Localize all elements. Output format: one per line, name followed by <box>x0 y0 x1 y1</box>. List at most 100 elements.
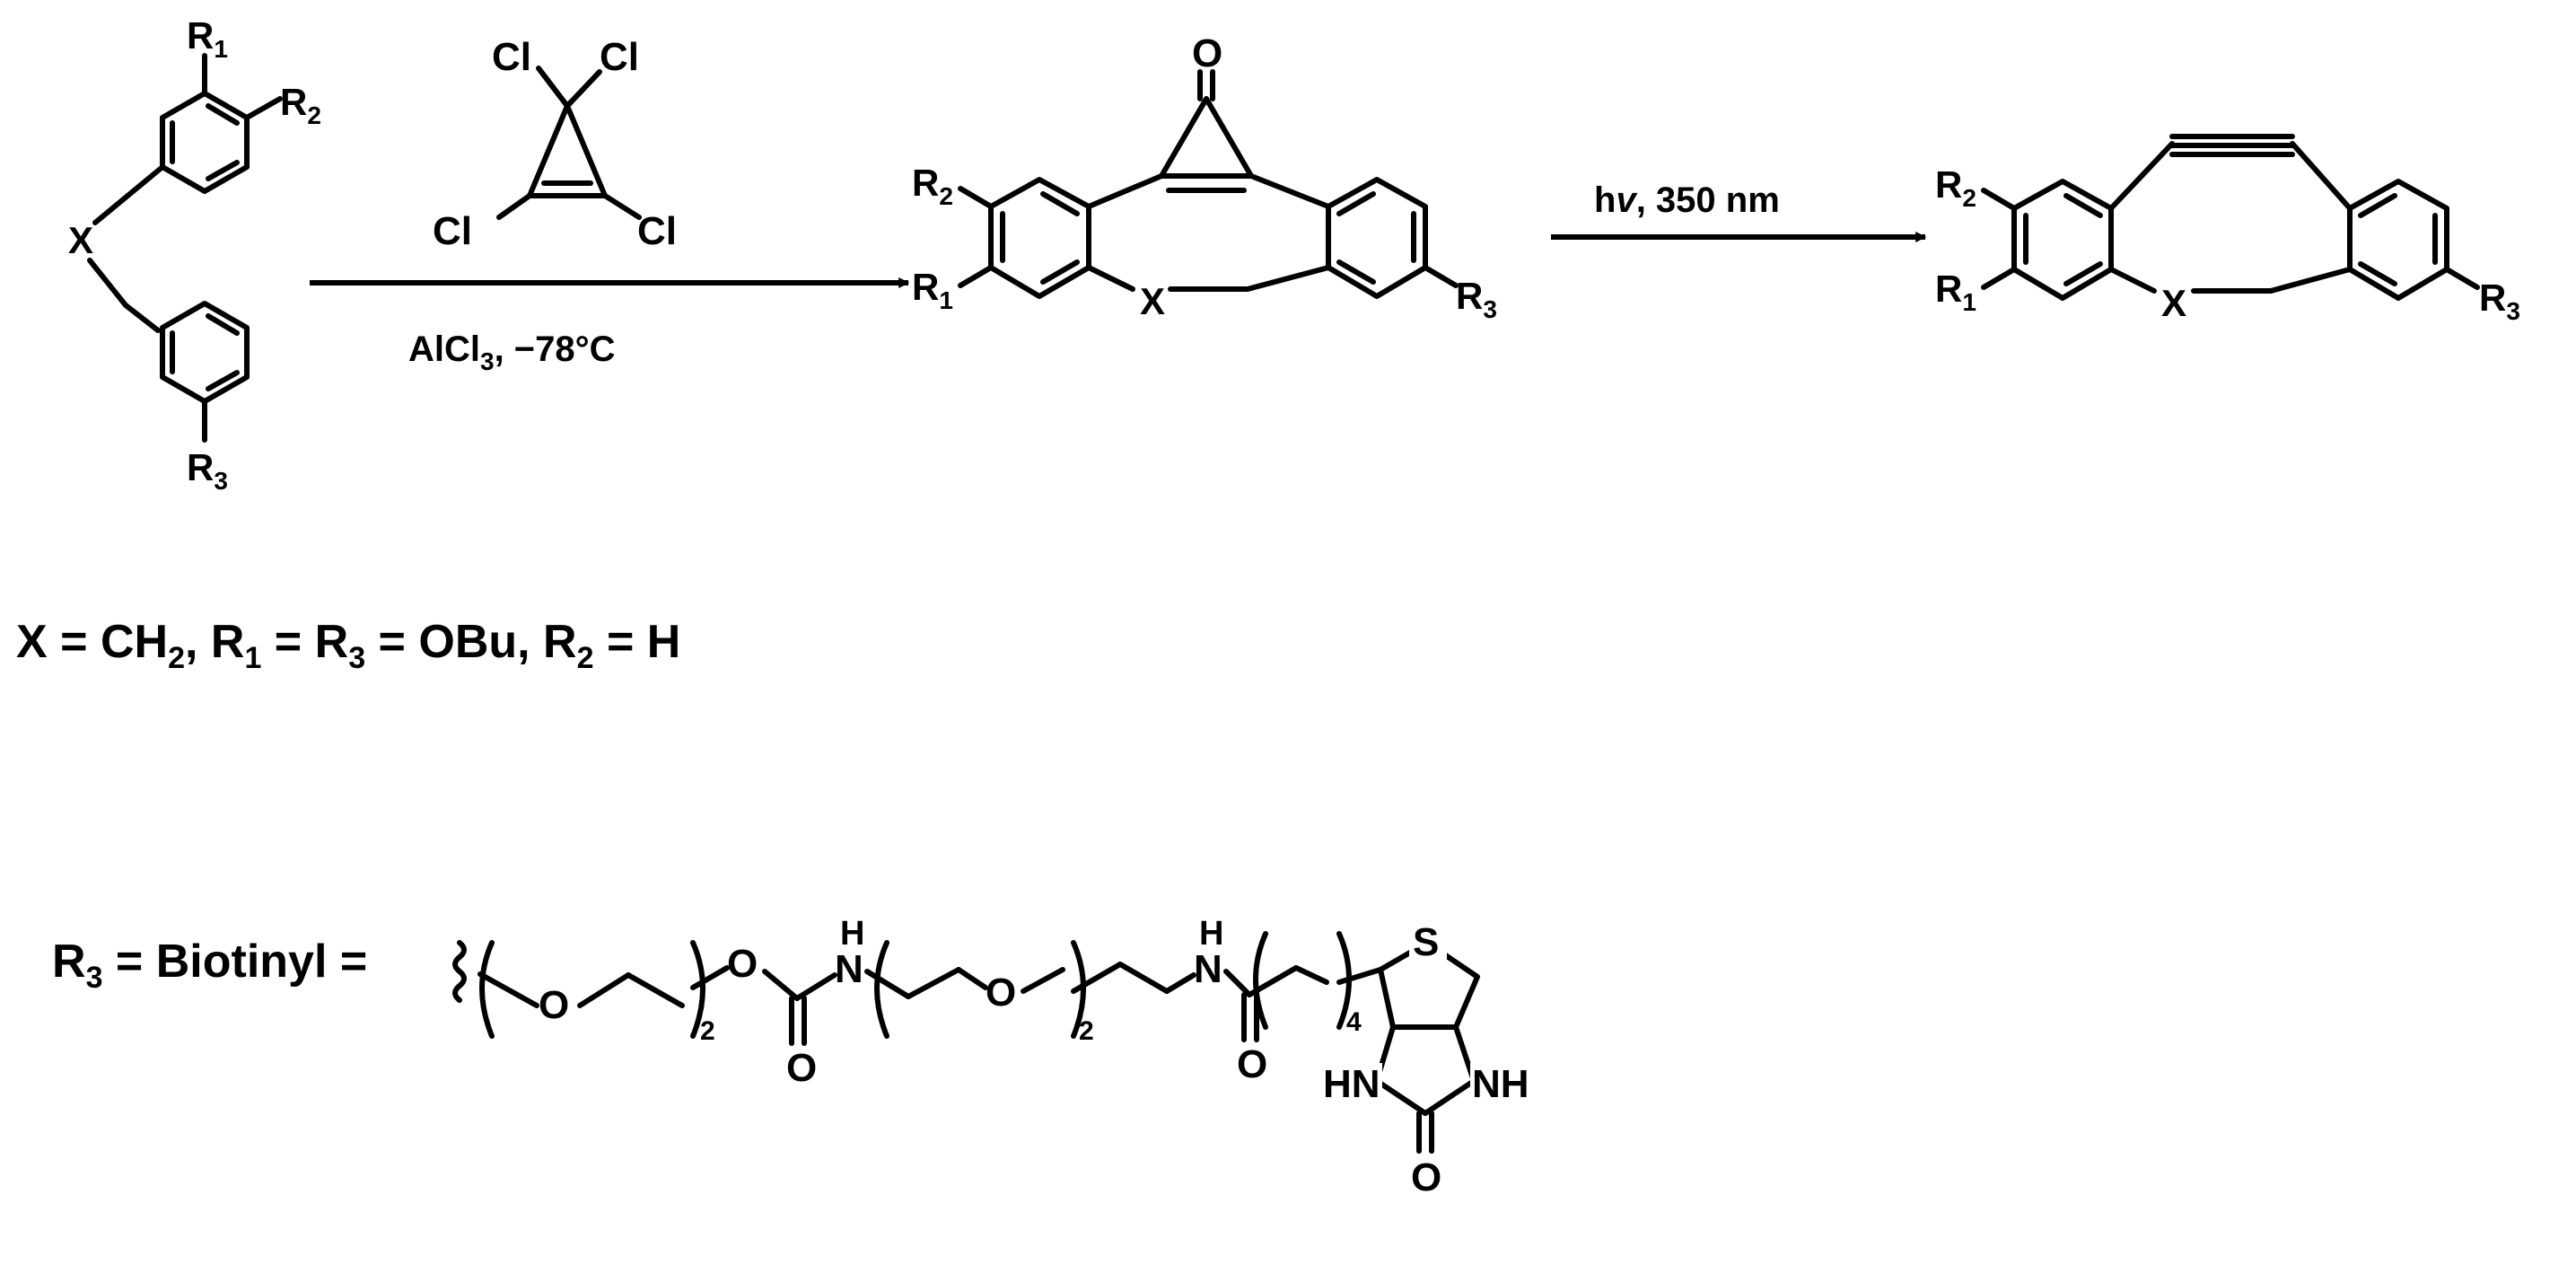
prod-r2-label: R2 <box>1935 163 1976 212</box>
int-right-ring <box>1326 177 1428 299</box>
repeat-bracket-3-open <box>1253 931 1268 1030</box>
chain-bond-1 <box>478 971 539 1008</box>
sm-ch2-bond-2 <box>123 303 161 333</box>
urea-nitrogen-right: NH <box>1472 1062 1529 1106</box>
sm-lower-ring <box>160 301 250 404</box>
prod-r1-bond <box>1981 267 2017 290</box>
repeat-count-1: 2 <box>700 1016 715 1046</box>
nh-label-bg <box>1470 1063 1529 1103</box>
chain-bond-15 <box>1247 965 1299 997</box>
chain-bond-7 <box>864 969 911 999</box>
chain-bond-4 <box>690 965 730 990</box>
chain-bond-14 <box>1223 969 1252 997</box>
tccp-cl-bond-4 <box>602 193 642 220</box>
repeat-bracket-1-open <box>479 940 495 1039</box>
int-ring-link-1 <box>1086 173 1164 209</box>
peg-oxygen-1: O <box>539 983 569 1027</box>
prod-r3-label: R3 <box>2479 277 2520 325</box>
sm-lower-ring-inner-1 <box>206 313 240 336</box>
tccp-cl-bond-1 <box>536 66 570 109</box>
chain-bond-16 <box>1293 965 1329 985</box>
chain-bond-13 <box>1164 972 1196 994</box>
int-r3-label: R3 <box>1456 275 1497 323</box>
reaction-1-conditions: AlCl3, −78°C <box>408 329 616 375</box>
hn-label-bg <box>1323 1063 1382 1103</box>
starting-material: R1 R2 X R3 <box>68 14 321 495</box>
int-left-inner-2 <box>1040 259 1080 285</box>
repeat-count-3: 4 <box>1346 1007 1362 1037</box>
int-r2-label: R2 <box>912 162 953 210</box>
int-ring-link-3 <box>1249 173 1331 209</box>
int-right-inner-3 <box>1336 259 1376 285</box>
sm-r2-bond <box>244 96 283 120</box>
sm-upper-ring-inner-2 <box>206 160 240 181</box>
int-r1-label: R1 <box>912 266 953 314</box>
biotinyl-structure: O 2 O O N H O 2 N H O 4 <box>452 915 1529 1199</box>
int-right-inner-1 <box>1336 191 1376 216</box>
carbamate-carbonyl-oxygen: O <box>786 1046 817 1090</box>
carbamate-oxygen: O <box>727 942 758 986</box>
carbamate-nh-h: H <box>840 915 864 953</box>
sm-r3-label: R3 <box>187 446 228 495</box>
cyclooctyne-product: R2 R1 X R3 <box>1935 134 2520 325</box>
int-ring-link-6 <box>1245 265 1331 292</box>
carbamate-nitrogen: N <box>835 947 863 991</box>
int-r3-bond <box>1423 265 1459 288</box>
prod-link-1 <box>2108 141 2175 211</box>
tccp-cl-label-1: Cl <box>492 35 531 79</box>
imidazolidinone-ring <box>1374 1024 1476 1116</box>
tccp-cl-label-2: Cl <box>600 35 639 79</box>
amide-nh-h: H <box>1199 915 1223 953</box>
prod-r1-label: R1 <box>1935 268 1976 316</box>
prod-link-3 <box>2108 267 2157 294</box>
int-r1-bond <box>958 265 994 288</box>
sm-ch2-bond-1 <box>87 258 128 308</box>
prod-r3-bond <box>2444 267 2480 290</box>
tccp-cl-bond-2 <box>565 69 602 109</box>
sm-r1-label: R1 <box>187 14 228 63</box>
urea-carbonyl-oxygen: O <box>1411 1155 1441 1199</box>
repeat-bracket-2-open <box>874 940 889 1039</box>
sm-x-label: X <box>68 219 93 261</box>
int-left-ring <box>988 177 1091 299</box>
urea-nitrogen-left: HN <box>1323 1062 1380 1106</box>
int-cp-side-1 <box>1159 96 1209 179</box>
sm-x-bond <box>92 164 165 225</box>
prod-left-inner-1 <box>2063 193 2103 218</box>
repeat-bracket-1-close <box>690 940 705 1039</box>
amide-nitrogen: N <box>1194 947 1222 991</box>
cyclopropenone-intermediate: O R2 R1 X R3 <box>912 31 1497 323</box>
prod-left-ring <box>2011 179 2114 301</box>
repeat-count-2: 2 <box>1079 1016 1094 1046</box>
tccp-ring <box>527 103 608 198</box>
chain-bond-10 <box>1021 967 1065 994</box>
prod-right-inner-3 <box>2358 261 2397 286</box>
chain-bond-17 <box>1336 967 1383 985</box>
int-oxygen-label: O <box>1192 31 1222 75</box>
sm-upper-ring <box>160 91 250 194</box>
chain-bond-11 <box>1071 962 1123 994</box>
prod-left-inner-2 <box>2063 261 2103 286</box>
chain-bond-9 <box>956 967 988 990</box>
chain-bond-5 <box>762 969 800 1001</box>
prod-r2-bond <box>1981 188 2017 211</box>
substituent-definition-2: R3 = Biotinyl = <box>52 936 367 995</box>
thiolane-sulfur: S <box>1413 920 1439 964</box>
chain-bond-3 <box>626 972 685 1008</box>
int-x-label: X <box>1140 280 1165 322</box>
amide-carbonyl-oxygen: O <box>1237 1042 1267 1086</box>
substituent-definition-1: X = CH2, R1 = R3 = OBu, R2 = H <box>16 616 680 675</box>
chain-bond-6 <box>794 972 837 1001</box>
prod-link-2 <box>2290 141 2353 211</box>
int-r2-bond <box>958 186 994 209</box>
sm-r2-label: R2 <box>280 81 321 129</box>
reaction-2-conditions: hv, 350 nm <box>1594 180 1780 220</box>
prod-link-5 <box>2268 267 2353 294</box>
int-cp-side-2 <box>1204 96 1254 179</box>
tccp-cl-label-4: Cl <box>637 209 677 253</box>
tccp-cl-bond-3 <box>496 193 532 220</box>
int-left-inner-1 <box>1040 191 1080 216</box>
prod-x-label: X <box>2161 282 2186 324</box>
chain-bond-8 <box>906 967 961 999</box>
prod-right-ring <box>2347 179 2449 301</box>
